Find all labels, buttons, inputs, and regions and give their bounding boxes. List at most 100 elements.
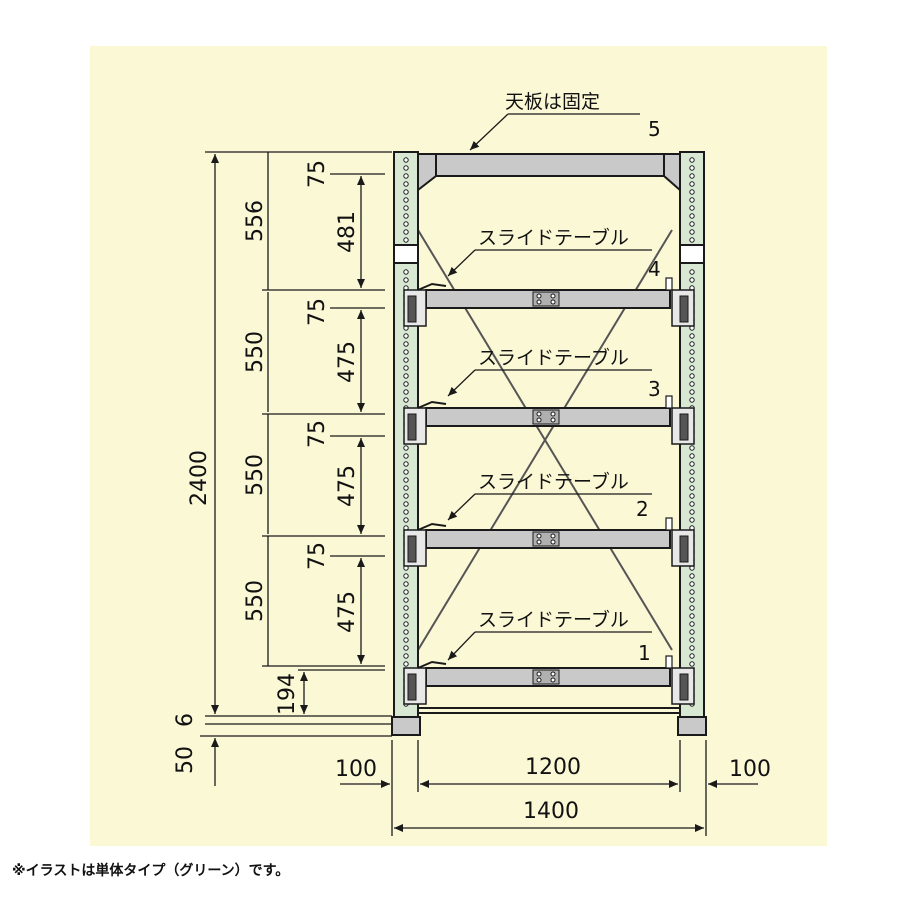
level-number-4: 4 xyxy=(648,257,661,281)
dim-left-span-3: 550 xyxy=(243,454,268,496)
hole xyxy=(689,237,695,243)
dim-level4-475: 475 xyxy=(335,341,360,383)
hole xyxy=(689,605,695,611)
hole xyxy=(403,165,409,171)
hole xyxy=(403,573,409,579)
hole xyxy=(403,621,409,627)
hole xyxy=(689,589,695,595)
hole xyxy=(403,397,409,403)
dim-base-6: 6 xyxy=(173,713,198,727)
left-foot xyxy=(391,716,421,736)
dim-level2-75: 75 xyxy=(305,542,330,570)
hole xyxy=(689,197,695,203)
hole xyxy=(689,461,695,467)
hole xyxy=(403,277,409,283)
top-beam xyxy=(417,153,681,193)
hole xyxy=(689,189,695,195)
hole xyxy=(403,197,409,203)
hole xyxy=(689,349,695,355)
hole xyxy=(403,157,409,163)
hole xyxy=(403,461,409,467)
hole xyxy=(403,653,409,659)
hole xyxy=(403,589,409,595)
hole xyxy=(403,501,409,507)
hole xyxy=(403,173,409,179)
hole xyxy=(403,237,409,243)
hole xyxy=(689,269,695,275)
hole xyxy=(403,661,409,667)
hole xyxy=(689,357,695,363)
hole xyxy=(689,501,695,507)
level-number-3: 3 xyxy=(648,377,661,401)
hole xyxy=(403,581,409,587)
dim-left-span-2: 550 xyxy=(243,331,268,373)
dim-width-mid: 1200 xyxy=(525,755,581,780)
hole xyxy=(689,165,695,171)
slide-table-3 xyxy=(403,395,695,445)
hole xyxy=(403,213,409,219)
hole xyxy=(689,581,695,587)
hole xyxy=(403,381,409,387)
dim-base-50: 50 xyxy=(173,746,198,774)
hole xyxy=(403,357,409,363)
hole xyxy=(403,605,409,611)
hole xyxy=(403,333,409,339)
hole xyxy=(403,229,409,235)
level-number-5: 5 xyxy=(648,117,661,141)
hole xyxy=(689,485,695,491)
hole xyxy=(689,381,695,387)
hole xyxy=(403,477,409,483)
hole xyxy=(403,341,409,347)
dimension-lines xyxy=(200,151,758,836)
dim-level4-75: 75 xyxy=(305,298,330,326)
hole xyxy=(689,613,695,619)
dim-level3-475: 475 xyxy=(335,465,360,507)
dim-width-left: 100 xyxy=(335,757,377,782)
dim-top-75: 75 xyxy=(305,160,330,188)
hole xyxy=(689,517,695,523)
hole xyxy=(689,373,695,379)
slide-table-2 xyxy=(403,517,695,567)
hole xyxy=(689,365,695,371)
hole xyxy=(403,629,409,635)
hole xyxy=(689,597,695,603)
dim-bottom-194: 194 xyxy=(275,673,300,715)
slide-table-label-1: スライドテーブル xyxy=(478,608,629,631)
dim-level2-475: 475 xyxy=(335,591,360,633)
hole xyxy=(689,621,695,627)
hole xyxy=(403,509,409,515)
hole xyxy=(689,645,695,651)
hole xyxy=(689,637,695,643)
hole xyxy=(689,277,695,283)
base xyxy=(391,707,707,736)
level-number-2: 2 xyxy=(636,497,649,521)
hole xyxy=(689,181,695,187)
hole xyxy=(689,573,695,579)
dim-width-total: 1400 xyxy=(523,799,579,824)
hole xyxy=(403,349,409,355)
hole xyxy=(689,205,695,211)
hole xyxy=(403,517,409,523)
hole xyxy=(403,445,409,451)
leader-lines xyxy=(447,113,652,661)
hole xyxy=(689,173,695,179)
hole xyxy=(403,389,409,395)
right-foot xyxy=(677,716,707,736)
hole xyxy=(689,629,695,635)
hole xyxy=(403,613,409,619)
level-number-1: 1 xyxy=(638,641,651,665)
hole xyxy=(689,213,695,219)
slide-table-label-4: スライドテーブル xyxy=(478,226,629,249)
hole xyxy=(689,469,695,475)
hole xyxy=(689,333,695,339)
slide-table-label-3: スライドテーブル xyxy=(478,346,629,369)
slide-table-4 xyxy=(403,277,695,327)
slide-table-1 xyxy=(403,655,695,705)
hole xyxy=(403,453,409,459)
hole xyxy=(689,389,695,395)
hole xyxy=(403,373,409,379)
dim-top-481: 481 xyxy=(335,211,360,253)
hole xyxy=(689,509,695,515)
hole xyxy=(689,445,695,451)
